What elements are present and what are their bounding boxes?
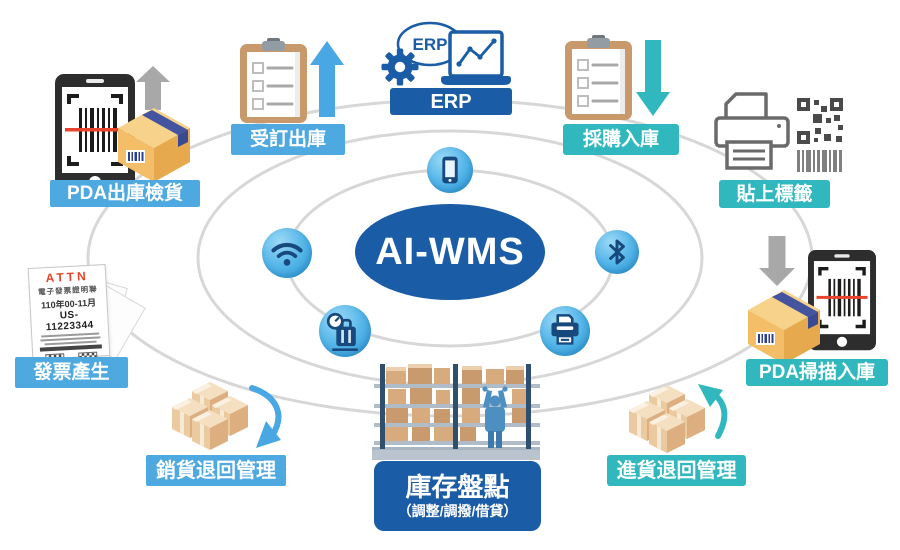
purchase-return-label: 進貨退回管理 xyxy=(607,455,746,486)
erp-label: ERP xyxy=(390,88,512,115)
gear-icon xyxy=(381,48,419,86)
printer-icon xyxy=(714,92,790,170)
up-arrow-gray-icon xyxy=(136,66,170,110)
bluetooth-orbit-icon xyxy=(595,230,639,274)
purchase-return-boxes-icon xyxy=(629,385,705,453)
up-arrow-blue-icon xyxy=(310,41,344,117)
inventory-label: 庫存盤點 （調整/調撥/借貸） xyxy=(374,461,541,531)
sales-return-boxes-icon xyxy=(172,382,248,450)
pda-scan-inbound-label: PDA掃描入庫 xyxy=(746,359,888,386)
pda-scan-inbound-icon xyxy=(748,236,878,364)
invoice-label: 發票產生 xyxy=(15,357,128,388)
shelf-posts xyxy=(380,364,531,449)
invoice-document: ATTN 電子發票證明聯 110年00-11月 US-11223344 xyxy=(27,264,111,374)
inventory-label-sub: （調整/調撥/借貸） xyxy=(397,503,518,519)
clipboard-icon xyxy=(238,36,309,125)
sales-return-label: 銷貨退回管理 xyxy=(146,455,286,486)
labeling-label: 貼上標籤 xyxy=(719,180,830,208)
down-arrow-gray-icon xyxy=(759,236,795,286)
purchase-inbound-label: 採購入庫 xyxy=(563,124,679,155)
erp-system-icon: ERP xyxy=(381,21,511,86)
pda-outbound-label: PDA出庫檢貨 xyxy=(50,180,200,207)
scale-glyph xyxy=(326,312,358,352)
shelf-boxes xyxy=(384,364,526,441)
order-outbound-icon xyxy=(238,36,344,125)
order-outbound-label: 受訂出庫 xyxy=(231,124,345,155)
smartphone-orbit-icon xyxy=(427,147,473,193)
erp-bubble-text: ERP xyxy=(413,35,448,54)
qr-code-icon xyxy=(797,98,843,144)
clipboard-icon xyxy=(563,33,634,122)
printer-glyph xyxy=(551,314,579,345)
curved-arrow-teal-icon xyxy=(698,384,728,439)
laptop-chart-icon xyxy=(441,30,511,85)
warehouse-rack-icon xyxy=(372,364,540,460)
inventory-label-main: 庫存盤點 xyxy=(405,472,510,502)
smartphone-glyph xyxy=(442,156,458,184)
labeling-icon xyxy=(714,92,843,172)
worker-person xyxy=(482,386,508,448)
wifi-glyph xyxy=(271,242,303,266)
printer-orbit-icon xyxy=(540,306,590,356)
wifi-orbit-icon xyxy=(262,228,312,278)
pda-outbound-icon xyxy=(53,66,190,194)
purchase-inbound-icon xyxy=(563,33,670,122)
invoice-fineprint xyxy=(39,344,102,352)
ai-wms-center-node: AI-WMS xyxy=(355,204,545,300)
barcode-icon xyxy=(797,150,842,172)
ai-wms-label: AI-WMS xyxy=(375,230,525,273)
invoice-line3: US-11223344 xyxy=(45,309,94,334)
bluetooth-glyph xyxy=(609,239,625,265)
down-arrow-teal-icon xyxy=(636,40,670,116)
curved-arrow-blue-icon xyxy=(249,385,282,448)
scale-orbit-icon xyxy=(319,305,371,357)
